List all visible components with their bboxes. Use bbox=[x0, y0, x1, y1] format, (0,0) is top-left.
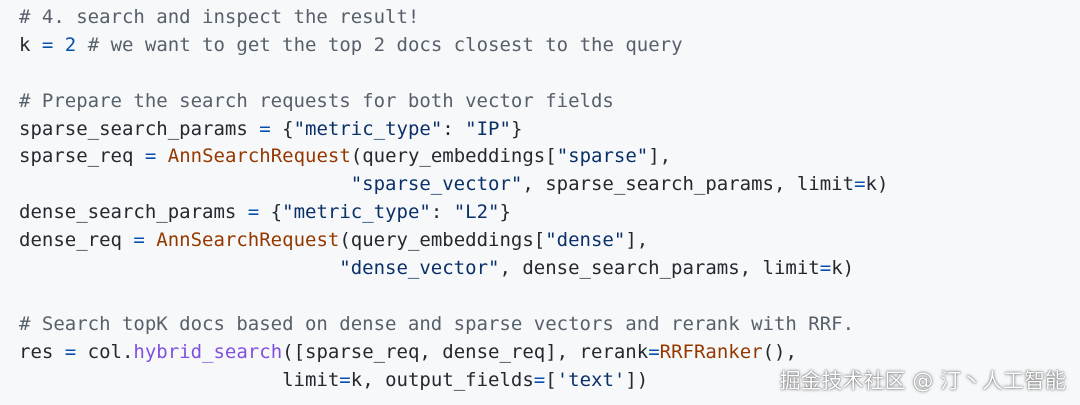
code-token-op: = bbox=[41, 33, 54, 56]
code-token-plain: k) bbox=[831, 257, 855, 280]
code-token-op: = bbox=[133, 229, 145, 252]
code-token-comment: # Search topK docs based on dense and sp… bbox=[19, 312, 855, 335]
code-token-op: = bbox=[648, 340, 660, 363]
code-token-plain: sparse_req bbox=[19, 145, 145, 168]
code-token-str: "dense" bbox=[545, 229, 626, 252]
code-token-plain: (query_embeddings[ bbox=[350, 145, 557, 168]
code-line: sparse_search_params = {"metric_type": "… bbox=[19, 116, 1080, 144]
code-token-comment: # we want to get the top 2 docs closest … bbox=[76, 33, 683, 56]
code-token-op: = bbox=[533, 368, 546, 391]
code-token-op: = bbox=[854, 173, 866, 196]
code-token-plain: (query_embeddings[ bbox=[339, 229, 546, 252]
code-token-str: "IP" bbox=[465, 117, 511, 140]
code-token-cls: AnnSearchRequest bbox=[156, 229, 340, 252]
code-token-plain bbox=[19, 173, 351, 195]
code-line: sparse_req = AnnSearchRequest(query_embe… bbox=[19, 143, 1080, 171]
code-token-str: "dense_vector" bbox=[339, 257, 500, 280]
code-token-op: = bbox=[64, 340, 77, 363]
code-token-plain: : bbox=[442, 117, 466, 140]
code-token-plain: sparse_search_params bbox=[19, 117, 260, 140]
code-token-plain: dense_search_params bbox=[19, 201, 248, 224]
code-line bbox=[19, 60, 1080, 88]
code-token-plain: ], bbox=[648, 145, 672, 168]
code-token-plain: ([sparse_req, dense_req], rerank bbox=[282, 340, 649, 363]
code-token-str: "metric_type" bbox=[282, 201, 431, 224]
code-token-plain: col. bbox=[76, 340, 134, 363]
code-line: k = 2 # we want to get the top 2 docs cl… bbox=[19, 32, 1080, 60]
code-token-plain: limit bbox=[19, 368, 340, 391]
code-token-plain: k) bbox=[865, 173, 889, 196]
code-token-num: 2 bbox=[64, 33, 77, 56]
code-line: dense_search_params = {"metric_type": "L… bbox=[19, 199, 1080, 227]
code-token-plain: , sparse_search_params, limit bbox=[522, 173, 855, 196]
code-line: dense_req = AnnSearchRequest(query_embed… bbox=[19, 227, 1080, 255]
code-token-plain bbox=[19, 257, 339, 279]
code-token-plain bbox=[156, 145, 167, 167]
code-token-plain: res bbox=[19, 340, 65, 363]
code-token-plain: { bbox=[270, 117, 294, 140]
code-token-fn: hybrid_search bbox=[133, 340, 283, 363]
code-token-plain: k bbox=[19, 33, 42, 56]
code-token-str: "sparse_vector" bbox=[350, 173, 523, 196]
code-token-plain: (), bbox=[762, 340, 797, 363]
code-token-plain: { bbox=[259, 201, 283, 224]
code-token-op: = bbox=[247, 201, 260, 224]
code-token-str: "metric_type" bbox=[293, 117, 443, 140]
code-token-str: 'text' bbox=[556, 368, 626, 391]
code-token-comment: # 4. search and inspect the result! bbox=[19, 6, 420, 28]
code-token-op: = bbox=[259, 117, 271, 140]
code-token-plain bbox=[53, 34, 64, 56]
code-token-plain: ]) bbox=[625, 368, 649, 391]
code-line: "sparse_vector", sparse_search_params, l… bbox=[19, 171, 1080, 199]
code-line: "dense_vector", dense_search_params, lim… bbox=[19, 255, 1080, 283]
code-token-plain: [ bbox=[545, 368, 557, 391]
code-token-op: = bbox=[819, 257, 832, 280]
code-line bbox=[19, 283, 1080, 311]
code-token-str: "L2" bbox=[453, 201, 500, 224]
code-token-cls: RRFRanker bbox=[659, 340, 763, 363]
code-token-cls: AnnSearchRequest bbox=[167, 145, 351, 168]
code-token-op: = bbox=[144, 145, 157, 168]
code-token-plain: , dense_search_params, limit bbox=[499, 257, 820, 280]
code-token-plain: k, output_fields bbox=[350, 368, 534, 391]
code-token-op: = bbox=[339, 368, 351, 391]
code-token-plain: } bbox=[499, 201, 511, 224]
code-token-plain bbox=[145, 229, 156, 251]
code-token-plain: dense_req bbox=[19, 229, 134, 252]
code-line: limit=k, output_fields=['text']) bbox=[19, 367, 1080, 395]
code-line: # 4. search and inspect the result! bbox=[19, 4, 1080, 32]
code-line: # Prepare the search requests for both v… bbox=[19, 88, 1080, 116]
code-line: # Search topK docs based on dense and sp… bbox=[19, 311, 1080, 339]
code-token-comment: # Prepare the search requests for both v… bbox=[19, 89, 614, 112]
code-token-plain: ], bbox=[625, 229, 649, 252]
code-token-str: "sparse" bbox=[556, 145, 649, 168]
code-line: res = col.hybrid_search([sparse_req, den… bbox=[19, 339, 1080, 367]
code-token-plain: } bbox=[510, 117, 523, 140]
watermark: 掘金技术社区 @ 汀丶人工智能 bbox=[779, 369, 1066, 393]
code-token-plain: : bbox=[430, 201, 454, 224]
